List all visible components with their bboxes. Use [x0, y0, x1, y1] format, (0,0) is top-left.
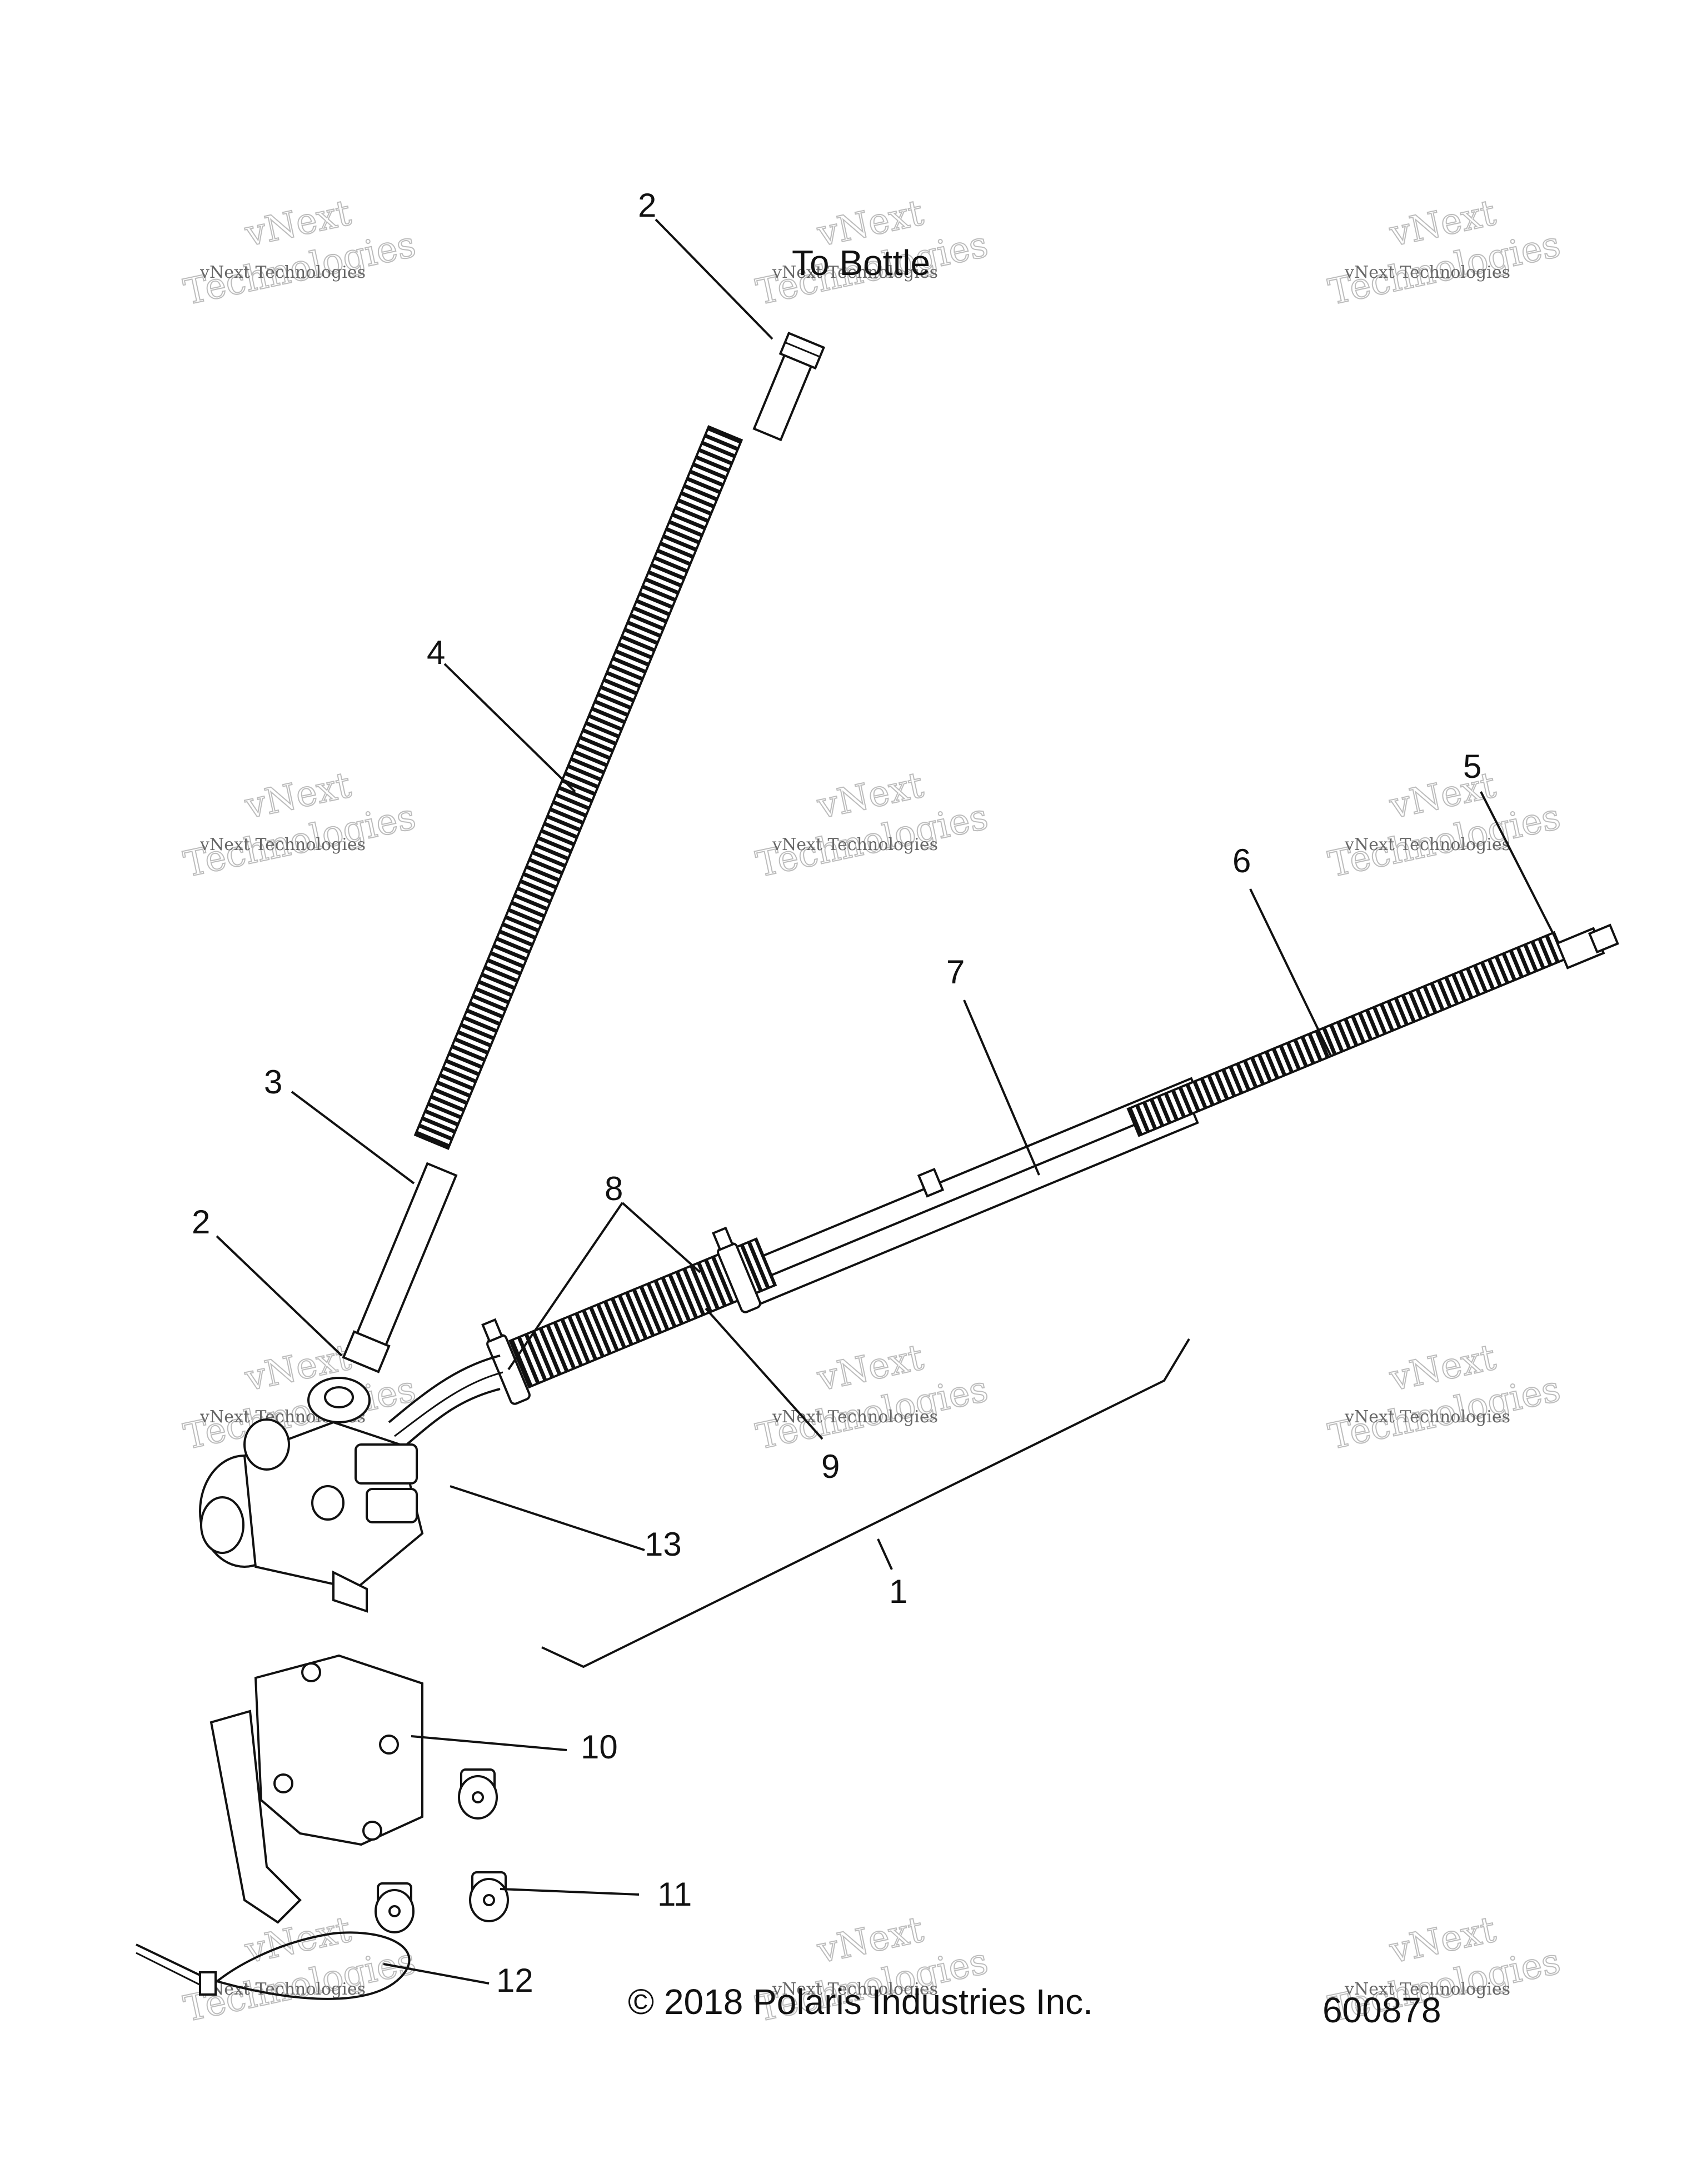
bracket-10: [209, 1654, 423, 1924]
callout-8: 8: [605, 1170, 623, 1207]
callout-5: 5: [1463, 748, 1481, 785]
svg-text:vNext Technologies: vNext Technologies: [772, 263, 938, 282]
watermark: Technologies vNext vNext Technologies: [1325, 192, 1565, 314]
pump-hose-upper: [388, 1355, 501, 1423]
svg-text:vNext Technologies: vNext Technologies: [1344, 1980, 1510, 1999]
pump-hose-mid: [394, 1371, 503, 1437]
corrugated-sleeve-9: [508, 1237, 777, 1389]
svg-text:vNext Technologies: vNext Technologies: [772, 1980, 938, 1999]
corrugated-hose-4: [413, 425, 743, 1150]
watermark: Technologies vNext vNext Technologies: [752, 764, 992, 886]
top-hose-end: [752, 331, 826, 442]
svg-text:vNext Technologies: vNext Technologies: [1344, 1407, 1510, 1427]
fitting-5: [1556, 923, 1619, 969]
corrugated-hose-6: [1126, 931, 1567, 1137]
assembly-bracket-1: [541, 1338, 1190, 1668]
cable-tie-12: [136, 1931, 411, 2000]
tube-7: [738, 1077, 1203, 1307]
callout-3: 3: [264, 1063, 282, 1101]
svg-text:vNext Technologies: vNext Technologies: [772, 835, 938, 854]
leader-lines: [216, 218, 1557, 1985]
callout-2-lower: 2: [192, 1203, 210, 1241]
callout-11: 11: [657, 1876, 692, 1913]
watermark: Technologies vNext vNext Technologies: [180, 764, 420, 886]
callout-10: 10: [581, 1728, 618, 1766]
fastener: [469, 1871, 509, 1922]
watermark: Technologies vNext vNext Technologies: [1325, 1336, 1565, 1458]
bottle-hose-assembly: [342, 331, 826, 1373]
watermark: Technologies vNext vNext Technologies: [1325, 764, 1565, 886]
svg-text:vNext Technologies: vNext Technologies: [772, 1407, 938, 1427]
watermark: Technologies vNext vNext Technologies: [180, 192, 420, 314]
callout-9: 9: [821, 1448, 840, 1485]
main-line-assembly: [388, 923, 1619, 1451]
svg-text:vNext Technologies: vNext Technologies: [1344, 263, 1510, 282]
callout-12: 12: [496, 1962, 533, 1999]
callout-4: 4: [427, 634, 445, 671]
copyright-notice: © 2018 Polaris Industries Inc.: [628, 1982, 1093, 2022]
callout-6: 6: [1232, 842, 1251, 879]
svg-text:vNext Technologies: vNext Technologies: [199, 263, 366, 282]
callout-numbers: 2 4 5 6 7 3 8 2 9 13 1 10 11 12: [192, 187, 1481, 1999]
svg-text:vNext Technologies: vNext Technologies: [1344, 835, 1510, 854]
fastener: [375, 1882, 415, 1933]
pump-hose-lower: [399, 1388, 501, 1451]
figure-number: 600878: [1322, 1990, 1441, 2030]
svg-text:vNext Technologies: vNext Technologies: [199, 835, 366, 854]
callout-7: 7: [946, 953, 965, 991]
lower-hose-3: [342, 1162, 458, 1373]
callout-1: 1: [889, 1573, 907, 1610]
to-bottle-label: To Bottle: [792, 243, 930, 283]
clamp-8-upper: [712, 1226, 761, 1313]
fastener: [458, 1768, 498, 1820]
fastener-group-11: [375, 1768, 509, 1933]
watermark: Technologies vNext vNext Technologies: [752, 1336, 992, 1458]
callout-13: 13: [645, 1526, 682, 1563]
pump-body: [199, 1377, 424, 1613]
callout-2-top: 2: [638, 187, 656, 224]
